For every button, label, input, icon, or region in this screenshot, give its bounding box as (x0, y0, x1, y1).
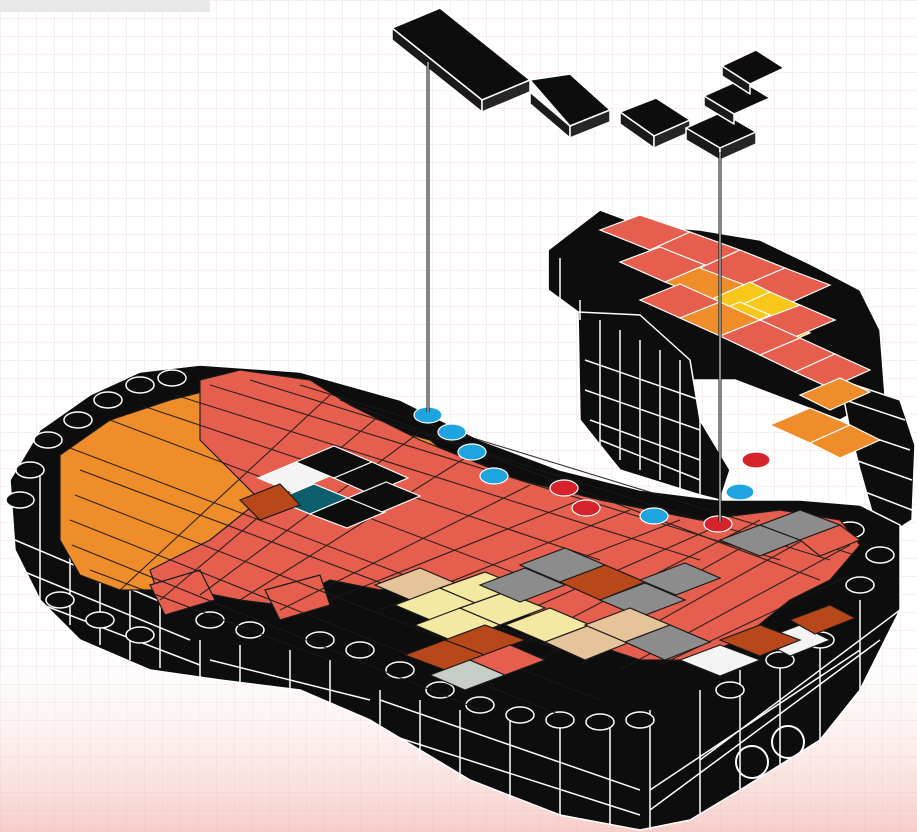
floating-part (392, 8, 784, 160)
